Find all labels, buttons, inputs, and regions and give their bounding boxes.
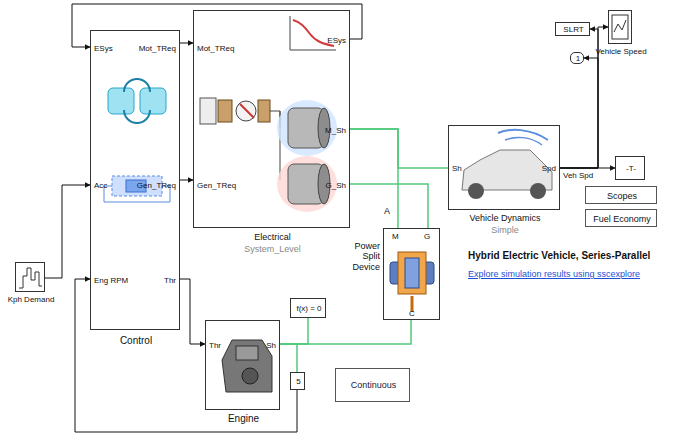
physical-connection <box>350 184 428 228</box>
constant-block: 5 <box>290 372 305 390</box>
signal-label: A <box>384 206 390 216</box>
scope-block: Vehicle Speed <box>608 10 632 44</box>
vehicle-dynamics-block: ShSpdVehicle DynamicsSimple <box>448 125 560 210</box>
diagram-title: Hybrid Electric Vehicle, Series-Parallel <box>468 250 650 261</box>
goto-block: -T- <box>615 156 645 180</box>
block-text: G <box>424 232 430 241</box>
block-text: 5 <box>291 377 306 386</box>
source-block: Kph Demand <box>15 262 45 292</box>
block-text: Fuel Economy <box>586 214 658 224</box>
block-text: Sh <box>452 164 462 173</box>
block-text: C <box>409 309 415 318</box>
block-text: f(x) = 0 <box>291 304 327 313</box>
block-text: Mot_TReq <box>139 44 176 53</box>
scopes-button: Scopes <box>585 186 657 204</box>
physical-connection <box>350 129 398 228</box>
block-text: Electrical <box>194 232 351 242</box>
signal-line <box>180 180 193 181</box>
block-text: M <box>392 232 399 241</box>
signal-line <box>560 168 615 169</box>
signal-line <box>75 279 297 432</box>
signal-label: Veh Spd <box>563 171 593 180</box>
block-text: -T- <box>616 164 646 173</box>
block-text: Eng RPM <box>94 276 128 285</box>
block-text: ESys <box>94 44 113 53</box>
physical-connection <box>350 129 448 168</box>
hyperlink-text: Explore simulation results using sscexpl… <box>468 269 640 279</box>
block-text: Gen_TReq <box>137 181 176 190</box>
physical-connection <box>280 318 308 344</box>
block-text: Continuous <box>336 380 411 390</box>
block-text: Mot_TReq <box>197 44 234 53</box>
block-text: ESys <box>327 36 346 45</box>
block-text: Gen_TReq <box>197 181 236 190</box>
block-text: SLRT <box>556 25 591 34</box>
signal-line <box>180 43 193 44</box>
annotation-box: Continuous <box>335 368 410 402</box>
goto-tag: SLRT <box>555 22 590 36</box>
block-text: Power Split Device <box>340 241 380 272</box>
signal-line <box>180 279 205 344</box>
signal-line <box>560 58 598 168</box>
signal-line <box>560 29 598 168</box>
block-text: Scopes <box>586 191 658 201</box>
solver-config-block: f(x) = 0 <box>290 298 326 318</box>
power-split-device: MGCPower Split Device <box>383 228 440 320</box>
block-text: Thr <box>164 276 176 285</box>
block-text: Control <box>91 335 181 347</box>
electrical-subsystem: Mot_TReqGen_TReqESysM_ShG_ShElectricalSy… <box>193 10 350 228</box>
block-text: Engine <box>206 413 281 425</box>
block-text: Acc <box>94 181 107 190</box>
fuel-economy-button: Fuel Economy <box>585 209 657 227</box>
block-text: Spd <box>542 164 556 173</box>
block-text: Simple <box>449 225 561 235</box>
control-subsystem: ESysMot_TReqAccGen_TReqEng RPMThrControl <box>90 30 180 330</box>
block-text: Kph Demand <box>4 295 58 304</box>
block-text: 1 <box>571 54 585 63</box>
block-text: Vehicle Dynamics <box>439 213 571 223</box>
block-text: Sh <box>266 341 276 350</box>
engine-block: ThrShEngine <box>205 320 280 410</box>
block-text: Vehicle Speed <box>595 47 647 56</box>
block-text: Thr <box>209 341 221 350</box>
physical-connection <box>280 320 411 344</box>
physical-connection <box>280 344 297 372</box>
block-text: M_Sh <box>325 126 346 135</box>
block-text: G_Sh <box>326 181 346 190</box>
block-text: System_Level <box>194 244 351 254</box>
outport-block: 1 <box>570 52 584 64</box>
signal-line <box>45 185 90 278</box>
